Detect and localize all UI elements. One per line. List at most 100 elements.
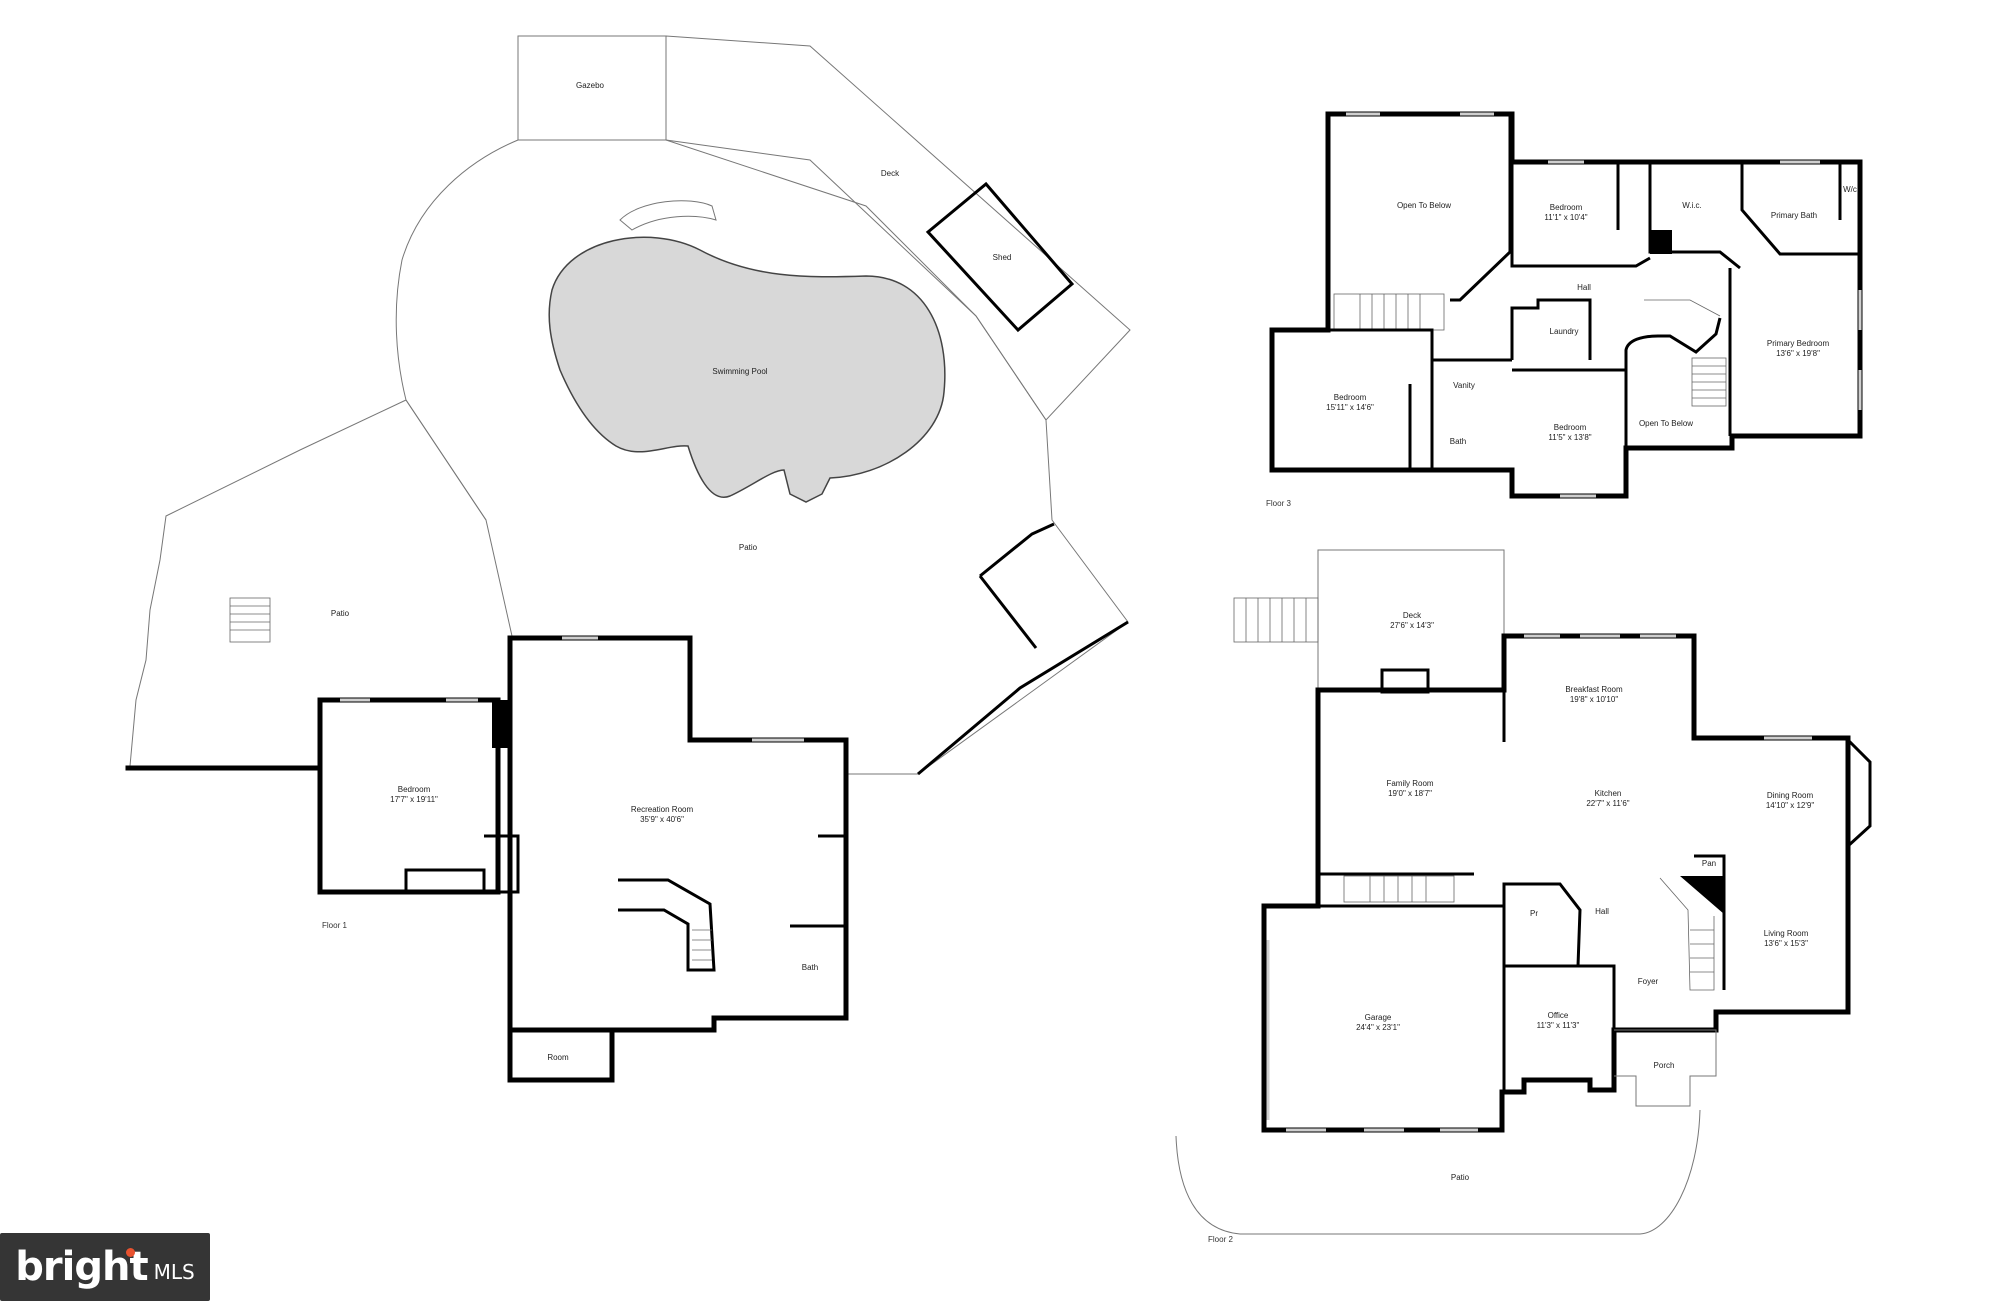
office-dim: 11'3" x 11'3" [1537, 1021, 1580, 1030]
primary-bath-walls [1740, 162, 1860, 256]
floor2-patio-label: Patio [1451, 1173, 1470, 1182]
living-room-dim: 13'6" x 15'3" [1764, 939, 1808, 948]
floor1-room-walls [507, 1027, 615, 1083]
office-label: Office [1548, 1011, 1569, 1020]
kitchen-dim: 22'7" x 11'6" [1586, 799, 1629, 808]
shed-outline [925, 181, 1075, 333]
laundry-label: Laundry [1550, 327, 1579, 336]
patio-west-label: Patio [331, 609, 350, 618]
floor2-deck-stairs [1233, 597, 1319, 643]
floor2-stair-2 [1659, 877, 1715, 991]
closet-walls-2 [484, 834, 520, 894]
floor3-stair-1 [1333, 293, 1445, 331]
stair-2-dark-triangle [1680, 876, 1724, 914]
floor1-room-label: Room [547, 1053, 569, 1062]
bedroom-b-dim: 15'11" x 14'6" [1326, 403, 1374, 412]
floor-3-group: Open To Below Bedroom 11'1" x 10'4" W.i.… [1266, 111, 1863, 508]
fireplace [1380, 668, 1430, 694]
open-below-2-label: Open To Below [1639, 419, 1693, 428]
powder-room-walls [1502, 882, 1582, 967]
shed-label: Shed [993, 253, 1012, 262]
patio-wall-fragment-3 [917, 620, 1129, 776]
floor1-label: Floor 1 [322, 921, 347, 930]
floor-1-group: Gazebo Deck Shed Swimming Pool Patio Pat… [125, 35, 1131, 1083]
powder-room-label: Pr [1530, 909, 1538, 918]
primary-bedroom-dim: 13'6" x 19'8" [1776, 349, 1820, 358]
primary-bedroom-label: Primary Bedroom [1767, 339, 1830, 348]
rec-room-label: Recreation Room [631, 805, 694, 814]
open-below-2-walls [1624, 317, 1730, 450]
swimming-pool-shape[interactable] [548, 236, 946, 503]
bedroom-a-walls [1510, 162, 1651, 268]
breakfast-label: Breakfast Room [1565, 685, 1623, 694]
porch-label: Porch [1654, 1061, 1675, 1070]
dining-bay-walls [1846, 738, 1872, 848]
rec-room-dim: 35'9" x 40'6" [640, 815, 684, 824]
bedroom-a-dim: 11'1" x 10'4" [1544, 213, 1587, 222]
vanity-label: Vanity [1453, 381, 1475, 390]
bedroom-a-label: Bedroom [1550, 203, 1583, 212]
patio-main-label: Patio [739, 543, 758, 552]
open-below-1-label: Open To Below [1397, 201, 1451, 210]
floor2-deck-dim: 27'6" x 14'3" [1390, 621, 1434, 630]
bedroom-c-label: Bedroom [1554, 423, 1587, 432]
pantry-label: Pan [1702, 859, 1716, 868]
brand-suffix: MLS [153, 1260, 195, 1284]
pantry-walls [1694, 854, 1726, 876]
open-below-1-walls [1328, 112, 1512, 302]
bedroom-c-dim: 11'5" x 13'8" [1548, 433, 1591, 442]
floor1-bedroom-label: Bedroom [398, 785, 431, 794]
floor2-hall-label: Hall [1595, 907, 1609, 916]
stair-treads [692, 929, 712, 961]
bedroom-b-walls [1272, 328, 1434, 470]
wic-chimney [1650, 230, 1672, 254]
floor3-hall-label: Hall [1577, 283, 1591, 292]
bright-mls-logo: bright MLS [0, 1233, 210, 1301]
living-room-label: Living Room [1764, 929, 1809, 938]
porch-outline [1614, 1029, 1717, 1107]
laundry-walls [1510, 298, 1592, 360]
patio-wall-fragment-2 [978, 575, 1038, 649]
office-walls [1504, 964, 1616, 1030]
dining-dim: 14'10" x 12'9" [1766, 801, 1814, 810]
wic-walls [1648, 162, 1741, 270]
brand-accent-dot [126, 1248, 135, 1257]
family-room-dim: 19'0" x 18'7" [1388, 789, 1432, 798]
garage-label: Garage [1365, 1013, 1392, 1022]
gazebo-label: Gazebo [576, 81, 605, 90]
primary-bath-label: Primary Bath [1771, 211, 1817, 220]
floor3-label: Floor 3 [1266, 499, 1291, 508]
floor1-bedroom-dim: 17'7" x 19'11" [390, 795, 438, 804]
wc-label: W/c [1843, 185, 1857, 194]
garage-dim: 24'4" x 23'1" [1356, 1023, 1400, 1032]
recreation-stairs [618, 878, 716, 972]
wic-label: W.i.c. [1682, 201, 1702, 210]
pool-spa [619, 200, 717, 231]
patio-main-outline [395, 139, 1129, 775]
floor2-patio-outline [1175, 1109, 1701, 1235]
floor1-bath-label: Bath [802, 963, 818, 972]
floor3-stair-2 [1691, 357, 1727, 407]
recreation-room-walls [507, 635, 849, 1033]
dining-label: Dining Room [1767, 791, 1814, 800]
floor2-deck-label: Deck [1403, 611, 1422, 620]
closet-walls [404, 868, 486, 890]
foyer-label: Foyer [1638, 977, 1659, 986]
patio-west-outline [129, 399, 487, 767]
floor3-stair-2-curve [1644, 299, 1721, 317]
patio-wall-fragment-1 [979, 522, 1055, 578]
breakfast-dim: 19'8" x 10'10" [1570, 695, 1618, 704]
chimney-block [492, 700, 510, 748]
hall-walls [1320, 904, 1506, 1090]
floor2-exterior-walls [1261, 633, 1851, 1133]
kitchen-label: Kitchen [1595, 789, 1622, 798]
pool-label: Swimming Pool [712, 367, 767, 376]
floor3-stair-1-treads [1359, 294, 1421, 330]
deck-label: Deck [881, 169, 900, 178]
floor3-bath-label: Bath [1450, 437, 1466, 446]
floor2-stair-1 [1343, 875, 1455, 903]
bedroom-b-label: Bedroom [1334, 393, 1367, 402]
floor2-label: Floor 2 [1208, 1235, 1233, 1244]
family-room-label: Family Room [1386, 779, 1433, 788]
